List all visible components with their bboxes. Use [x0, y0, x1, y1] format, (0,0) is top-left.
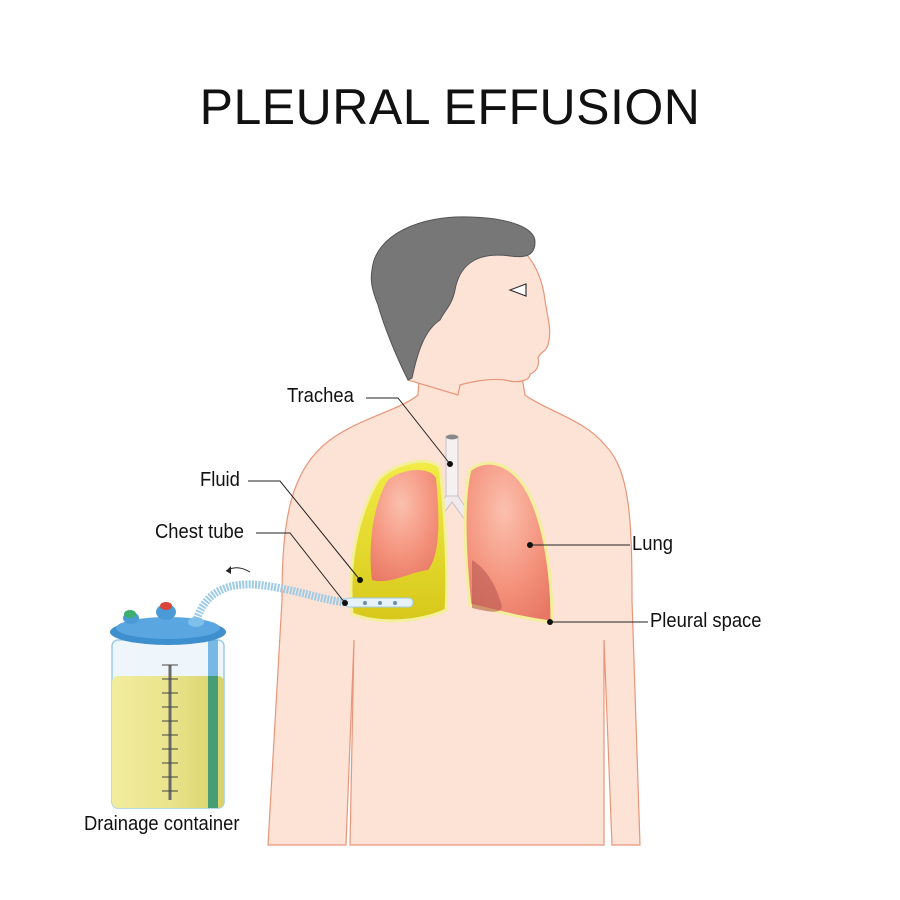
label-pleural-space: Pleural space — [650, 610, 762, 632]
label-trachea: Trachea — [287, 385, 354, 407]
leader-lines — [248, 397, 648, 623]
left-lung-with-fluid — [349, 459, 449, 623]
green-valve-icon — [124, 610, 136, 618]
label-lung: Lung — [632, 533, 673, 555]
chest-tube — [192, 566, 414, 624]
red-valve-icon — [160, 602, 172, 610]
label-fluid: Fluid — [200, 469, 240, 491]
label-drainage-container: Drainage container — [84, 813, 240, 835]
human-body — [267, 216, 641, 846]
drainage-container — [110, 602, 226, 809]
page-title: PLEURAL EFFUSION — [199, 79, 701, 135]
eye-icon — [508, 283, 527, 297]
right-lung — [463, 461, 554, 624]
label-chest-tube: Chest tube — [155, 521, 244, 543]
